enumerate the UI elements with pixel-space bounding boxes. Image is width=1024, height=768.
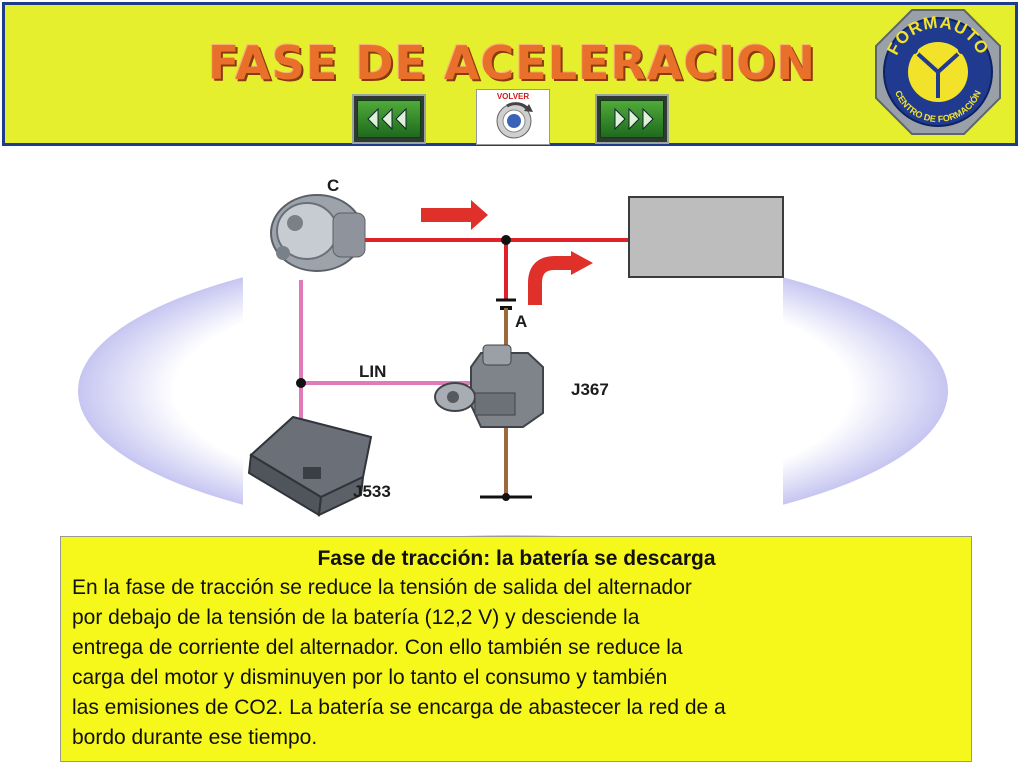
battery-sensor-icon xyxy=(434,344,544,428)
label-sensor: J367 xyxy=(571,380,609,399)
triple-chevron-right-icon xyxy=(600,100,664,138)
volver-button[interactable]: VOLVER xyxy=(476,89,550,145)
panel-heading: Fase de tracción: la batería se descarga xyxy=(317,547,716,570)
panel-line: las emisiones de CO2. La batería se enca… xyxy=(72,696,726,719)
explanation-panel: Fase de tracción: la batería se descarga… xyxy=(60,536,972,762)
ground-node xyxy=(502,493,510,501)
return-icon xyxy=(496,102,533,139)
circuit-diagram: C A LIN J367 J533 xyxy=(247,176,784,517)
volver-label: VOLVER xyxy=(496,92,530,101)
current-arrow-up-head xyxy=(571,251,593,275)
prev-button[interactable] xyxy=(352,94,426,144)
alternator-icon xyxy=(270,194,366,272)
panel-line: En la fase de tracción se reduce la tens… xyxy=(72,576,692,599)
label-ecu: J533 xyxy=(353,482,391,501)
page-title: FASE DE ACELERACION xyxy=(208,36,816,90)
label-battery: A xyxy=(515,312,527,331)
formauto-logo: FORMAUTO CENTRO DE FORMACIÓN xyxy=(872,6,1004,138)
triple-chevron-left-icon xyxy=(357,100,421,138)
current-arrow-up xyxy=(528,256,573,305)
label-alternator: C xyxy=(327,176,339,195)
panel-line: por debajo de la tensión de la batería (… xyxy=(72,606,640,629)
panel-body: En la fase de tracción se reduce la tens… xyxy=(72,573,961,753)
consumer-box xyxy=(628,196,784,278)
panel-line: bordo durante ese tiempo. xyxy=(72,726,318,749)
panel-line: entrega de corriente del alternador. Con… xyxy=(72,636,683,659)
panel-line: carga del motor y disminuyen por lo tant… xyxy=(72,666,668,689)
gateway-module-icon xyxy=(247,415,373,517)
next-button[interactable] xyxy=(595,94,669,144)
power-node xyxy=(501,235,511,245)
label-lin: LIN xyxy=(359,362,386,381)
lin-node xyxy=(296,378,306,388)
current-arrow-right xyxy=(421,200,488,230)
